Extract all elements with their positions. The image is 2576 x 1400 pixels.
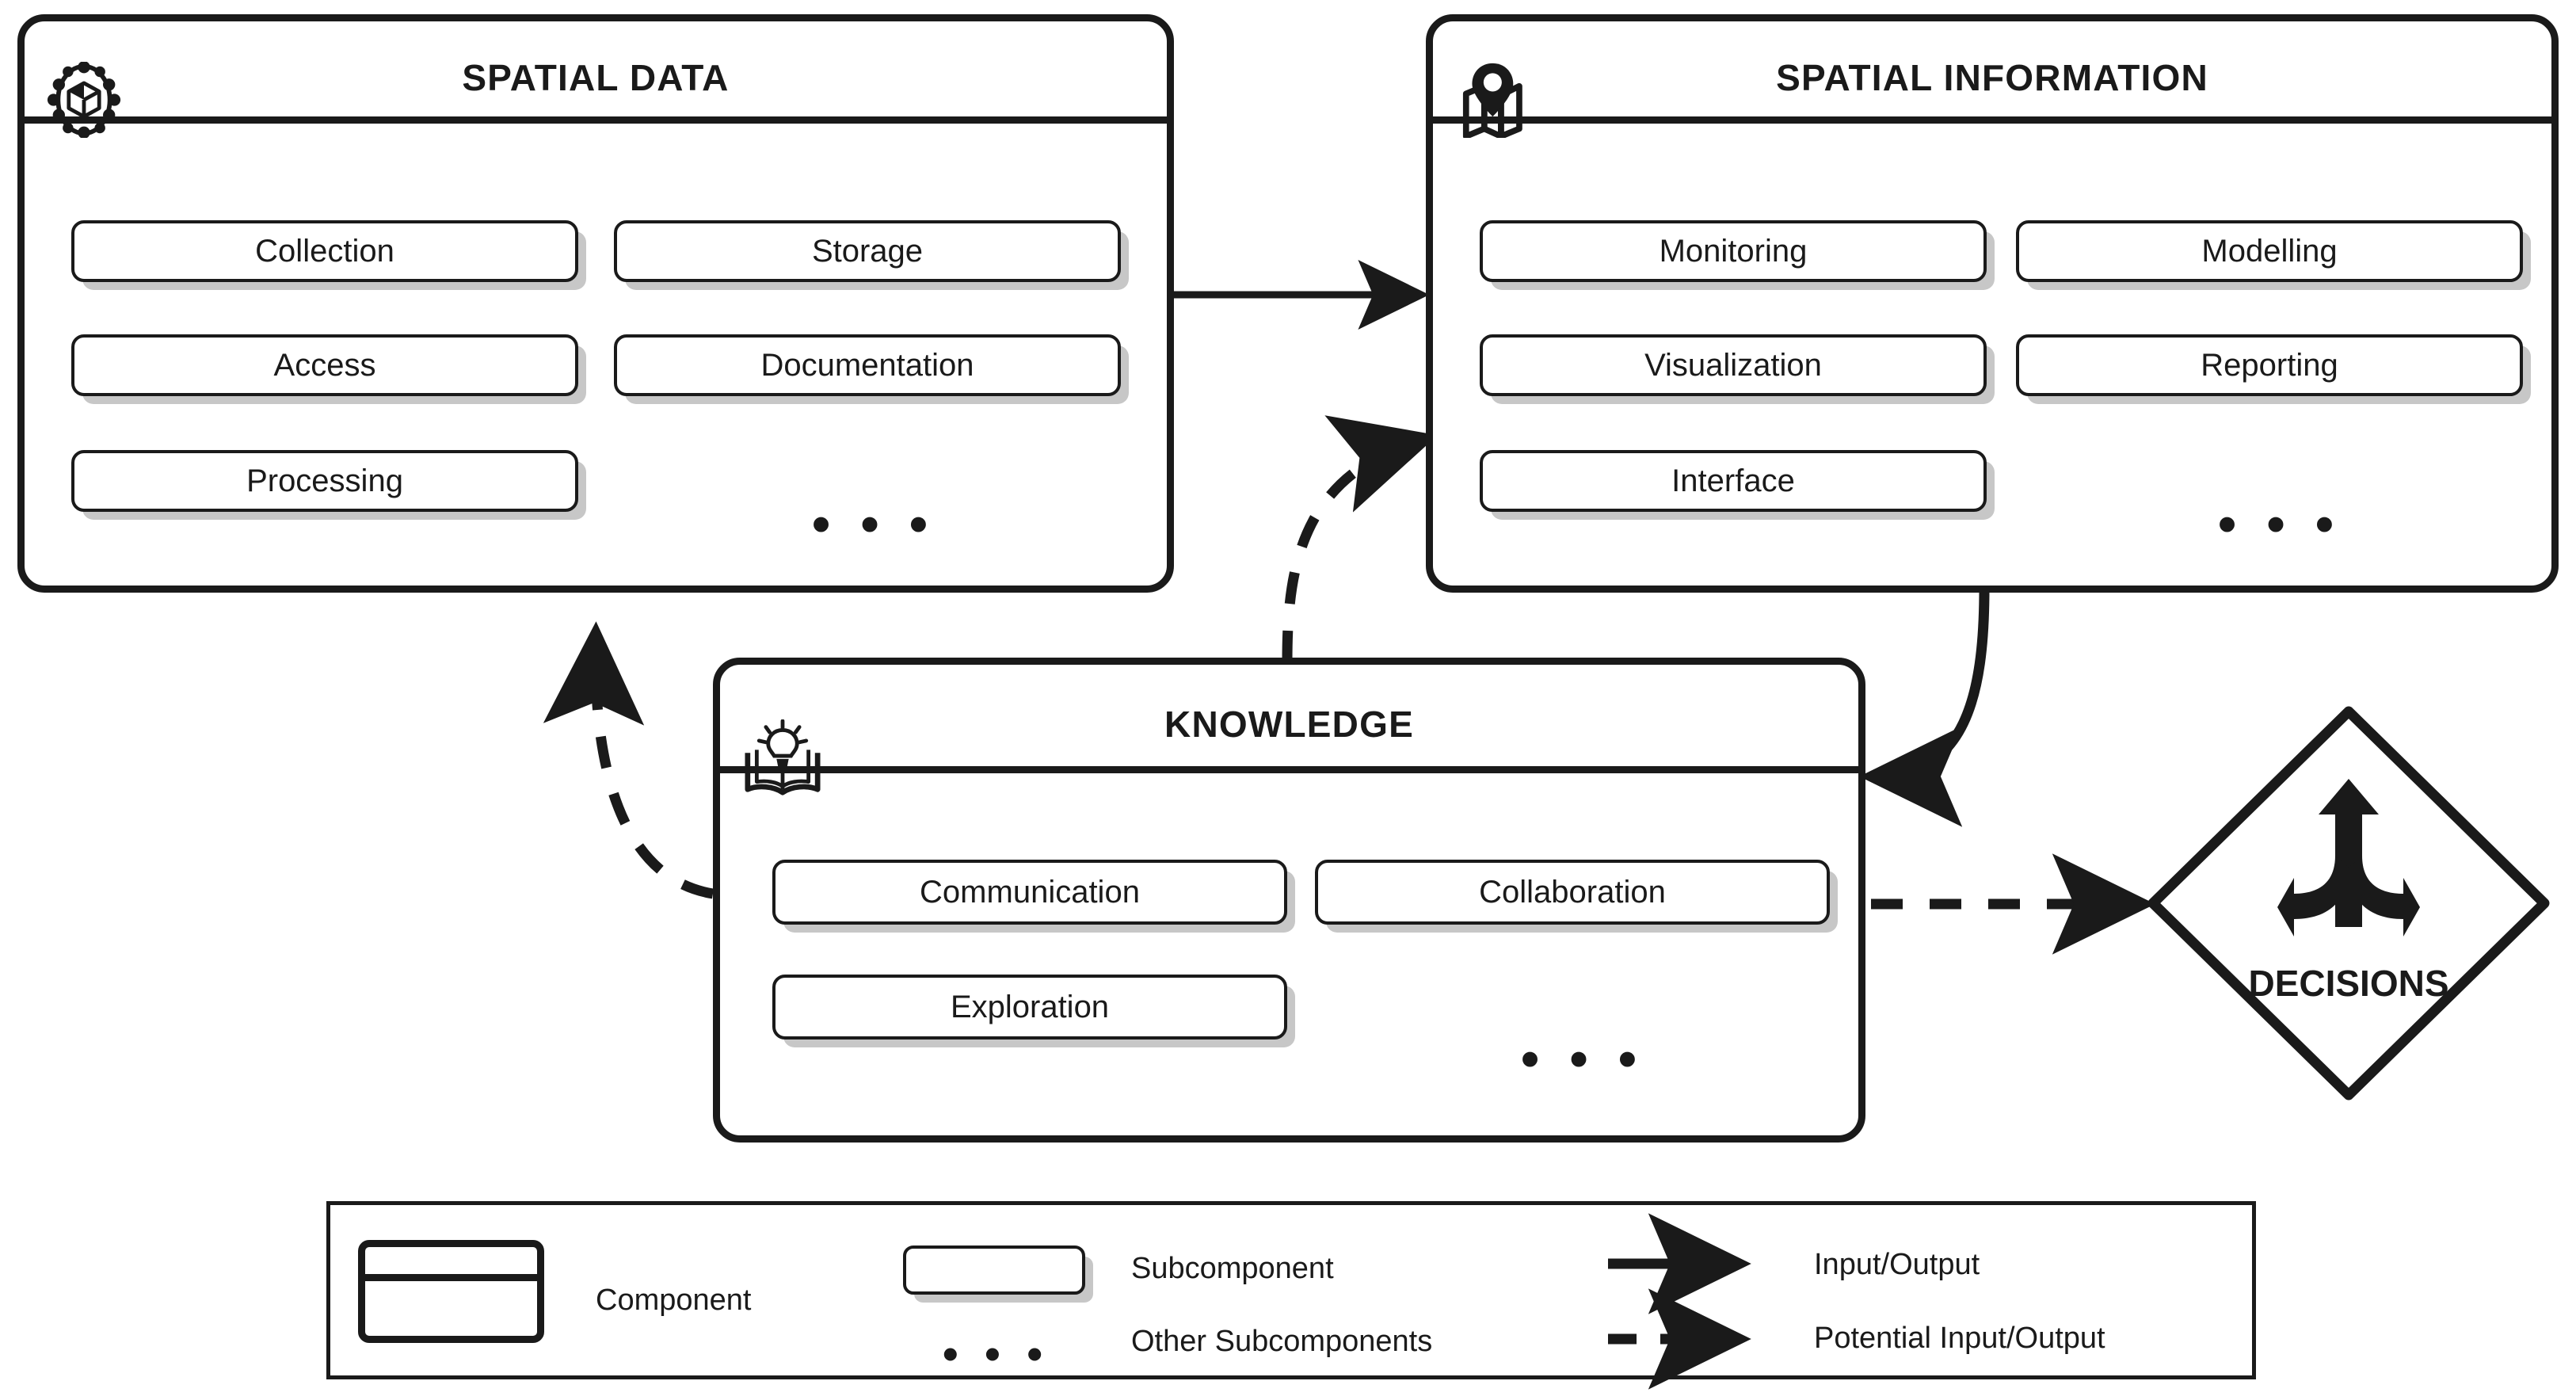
arrow-knowledge-to-spatial-information <box>1282 415 1438 663</box>
subcomponent-label: Collaboration <box>1479 874 1666 910</box>
other-subcomponents-ellipsis-spatial-data: • • • <box>812 494 936 553</box>
legend-label-input-output: Input/Output <box>1814 1248 1980 1281</box>
subcomponent-collection[interactable]: Collection <box>71 220 578 282</box>
component-divider <box>720 766 1858 773</box>
legend-component-swatch <box>358 1240 544 1343</box>
subcomponent-label: Documentation <box>760 347 974 383</box>
subcomponent-label: Reporting <box>2201 347 2338 383</box>
other-subcomponents-ellipsis-spatial-information: • • • <box>2218 494 2342 553</box>
legend-component-divider <box>365 1274 537 1281</box>
subcomponent-access[interactable]: Access <box>71 334 578 396</box>
subcomponent-storage[interactable]: Storage <box>614 220 1121 282</box>
subcomponent-label: Access <box>273 347 376 383</box>
component-title-knowledge: KNOWLEDGE <box>1164 704 1414 745</box>
arrow-knowledge-to-spatial-data <box>543 621 714 899</box>
subcomponent-interface[interactable]: Interface <box>1480 450 1987 512</box>
map-pin-icon <box>1461 62 1538 138</box>
subcomponent-label: Storage <box>811 233 924 269</box>
subcomponent-documentation[interactable]: Documentation <box>614 334 1121 396</box>
subcomponent-modelling[interactable]: Modelling <box>2016 220 2523 282</box>
subcomponent-processing[interactable]: Processing <box>71 450 578 512</box>
subcomponent-label: Visualization <box>1644 347 1822 383</box>
three-way-arrow-icon <box>2277 779 2420 937</box>
subcomponent-collaboration[interactable]: Collaboration <box>1315 860 1830 925</box>
legend-panel <box>326 1201 2256 1379</box>
subcomponent-label: Exploration <box>950 989 1110 1024</box>
cube-network-icon <box>46 62 122 138</box>
decisions-label: DECISIONS <box>2248 963 2448 1004</box>
book-lightbulb-icon <box>745 719 821 795</box>
component-title-spatial-information: SPATIAL INFORMATION <box>1776 57 2208 98</box>
subcomponent-label: Interface <box>1671 463 1795 498</box>
component-divider <box>25 116 1167 124</box>
subcomponent-visualization[interactable]: Visualization <box>1480 334 1987 396</box>
legend-label-subcomponent: Subcomponent <box>1131 1252 1334 1285</box>
arrow-spatial-information-to-knowledge <box>1859 587 1990 827</box>
subcomponent-label: Collection <box>255 233 394 269</box>
subcomponent-label: Processing <box>246 463 403 498</box>
legend-label-potential-input-output: Potential Input/Output <box>1814 1322 2105 1355</box>
component-title-spatial-data: SPATIAL DATA <box>462 57 730 98</box>
legend-label-other-subcomponents: Other Subcomponents <box>1131 1325 1433 1358</box>
legend-subcomponent-swatch <box>903 1246 1085 1295</box>
component-divider <box>1433 116 2551 124</box>
subcomponent-label: Monitoring <box>1659 233 1808 269</box>
subcomponent-communication[interactable]: Communication <box>772 860 1287 925</box>
legend-ellipsis-swatch: • • • <box>943 1329 1050 1379</box>
subcomponent-monitoring[interactable]: Monitoring <box>1480 220 1987 282</box>
subcomponent-label: Modelling <box>2201 233 2338 269</box>
subcomponent-exploration[interactable]: Exploration <box>772 975 1287 1040</box>
subcomponent-label: Communication <box>920 874 1140 910</box>
other-subcomponents-ellipsis-knowledge: • • • <box>1521 1029 1644 1088</box>
decisions-node[interactable]: DECISIONS <box>2139 697 2559 1109</box>
legend-label-component: Component <box>596 1284 752 1317</box>
subcomponent-reporting[interactable]: Reporting <box>2016 334 2523 396</box>
